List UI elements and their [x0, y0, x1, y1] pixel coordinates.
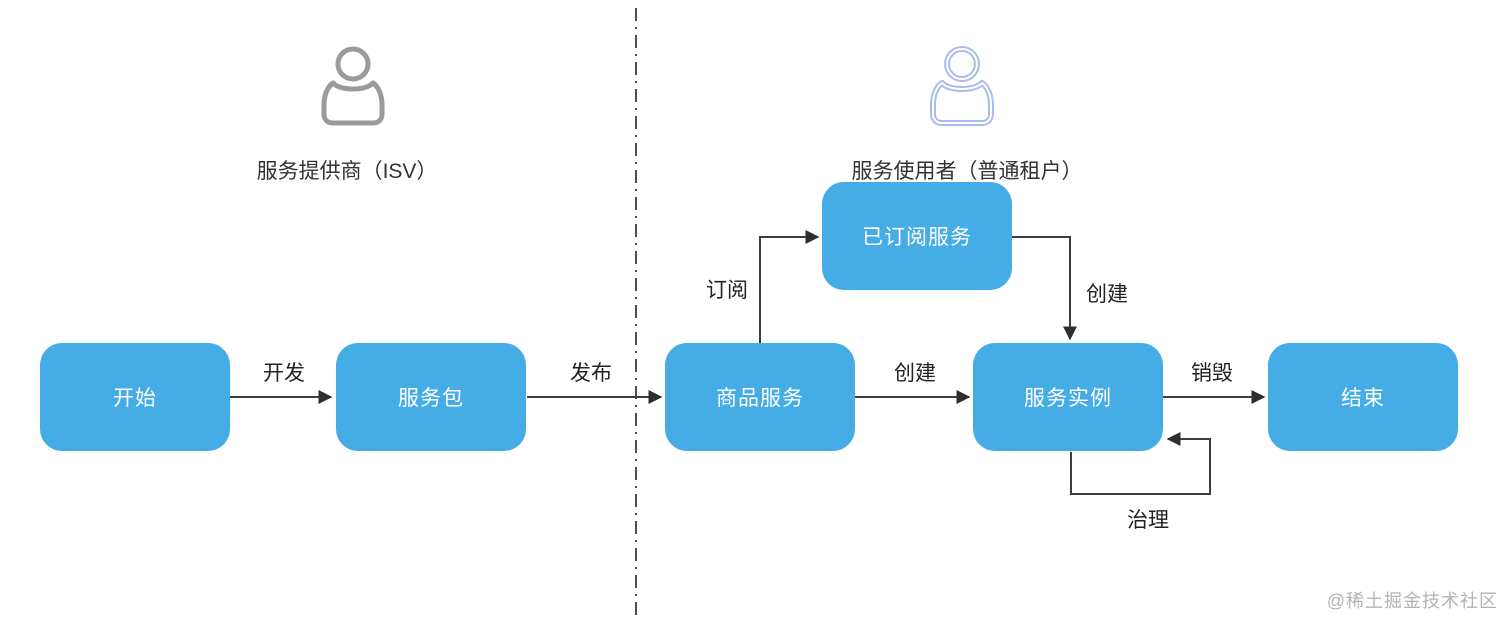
- node-start: 开始: [40, 343, 230, 451]
- edge-label-publish: 发布: [570, 362, 612, 385]
- node-service-package: 服务包: [336, 343, 526, 451]
- provider-lane-label: 服务提供商（ISV）: [256, 160, 438, 183]
- edge-product-to-subscribed: [759, 230, 820, 343]
- consumer-person-icon: [930, 46, 994, 126]
- edge-label-create-instance: 创建: [1086, 283, 1128, 306]
- node-service-instance: 服务实例: [973, 343, 1163, 451]
- edge-label-govern: 治理: [1127, 509, 1169, 532]
- edge-label-subscribe: 订阅: [706, 279, 748, 302]
- edge-label-create-direct: 创建: [894, 362, 936, 385]
- node-subscribed-service: 已订阅服务: [822, 182, 1012, 290]
- node-product-service: 商品服务: [665, 343, 855, 451]
- watermark: @稀土掘金技术社区: [1326, 591, 1498, 611]
- edge-label-destroy: 销毁: [1191, 362, 1233, 385]
- edge-subscribed-to-instance: [1012, 236, 1077, 341]
- node-end: 结束: [1268, 343, 1458, 451]
- edge-label-develop: 开发: [263, 362, 305, 385]
- provider-person-icon: [321, 46, 385, 126]
- consumer-lane-label: 服务使用者（普通租户）: [851, 160, 1083, 183]
- edge-instance-self-loop: [1070, 432, 1211, 495]
